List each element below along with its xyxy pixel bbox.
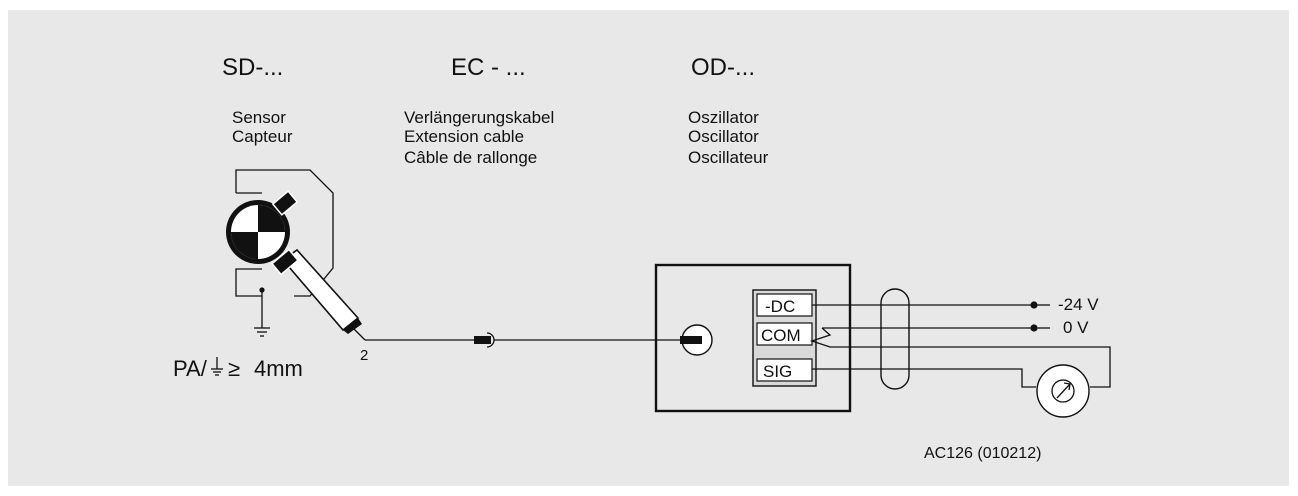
terminal-dc: -DC xyxy=(765,297,795,316)
oscillator-code-header: OD-... xyxy=(691,54,755,81)
output-wiring xyxy=(809,301,1111,388)
cable-shield-icon xyxy=(880,288,910,390)
oscillator-label-de: Oszillator xyxy=(688,108,759,127)
oscillator-label-fr: Oscillateur xyxy=(688,148,769,167)
sensor-label-de: Sensor xyxy=(232,108,286,127)
extension-code-header: EC - ... xyxy=(451,54,526,81)
sensor-label-fr: Capteur xyxy=(232,127,293,146)
oscillator-label-en: Oscillator xyxy=(688,127,759,146)
extension-label-en: Extension cable xyxy=(404,127,524,146)
ground-exponent: 2 xyxy=(360,347,368,364)
ground-prefix: PA/ xyxy=(173,356,208,381)
extension-label-de: Verlängerungskabel xyxy=(404,108,554,127)
terminal-sig: SIG xyxy=(763,362,792,381)
ground-symbol-icon xyxy=(211,357,223,376)
figure-reference: AC126 (010212) xyxy=(924,445,1041,462)
ground-condition: ≥ xyxy=(228,356,240,381)
sensor-bracket xyxy=(235,169,334,297)
ground-value: 4mm xyxy=(254,356,303,381)
shaft-target xyxy=(226,200,290,264)
supply-com-label: 0 V xyxy=(1063,318,1089,337)
terminal-com: COM xyxy=(761,326,801,345)
sensor-head-upper xyxy=(271,190,299,216)
meter-icon xyxy=(1036,364,1090,418)
extension-label-fr: Câble de rallonge xyxy=(404,148,537,167)
terminal-block xyxy=(752,289,817,387)
extension-cable xyxy=(351,326,680,348)
ground-connection xyxy=(254,287,270,337)
oscillator-box xyxy=(654,263,852,413)
sensor-code-header: SD-... xyxy=(222,54,283,81)
supply-dc-label: -24 V xyxy=(1058,295,1099,314)
sensor-head-lower xyxy=(271,248,299,276)
